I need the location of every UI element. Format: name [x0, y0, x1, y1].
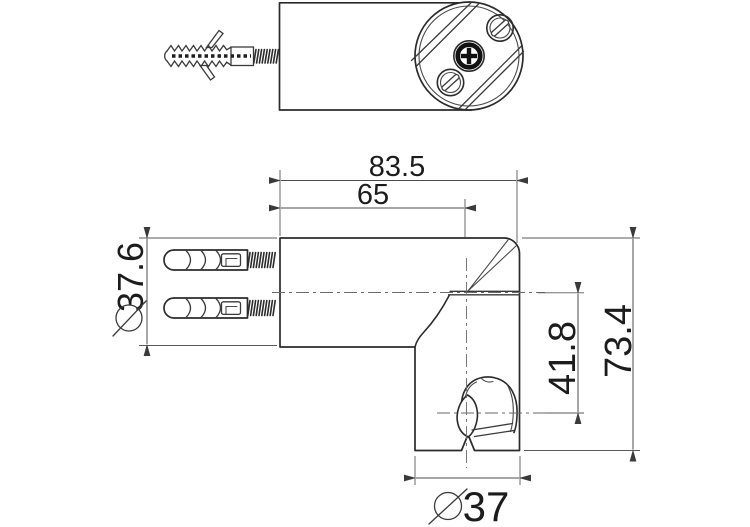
knob-slot-lines — [471, 422, 515, 438]
dim-overall-height-text: 73.4 — [598, 304, 640, 378]
dimension-arm-diameter: 37 — [404, 456, 531, 527]
dim-overall-width-text: 83.5 — [369, 151, 425, 183]
diameter-symbol — [112, 300, 147, 337]
plug-fin-bottom — [198, 64, 216, 81]
top-view — [164, 1, 525, 111]
dim-holder-offset-text: 41.8 — [542, 321, 584, 395]
dimension-holder-offset: 41.8 — [538, 282, 584, 424]
dim-arm-diameter-text: 37 — [463, 483, 510, 527]
centerlines — [272, 258, 545, 468]
wall-plug-top-view — [164, 29, 255, 81]
front-view — [163, 237, 545, 468]
cap-screw-lower — [436, 68, 465, 97]
screw-slot — [490, 19, 510, 37]
end-cap — [410, 1, 525, 111]
dim-body-diameter-text: 37.6 — [110, 242, 151, 312]
dimension-body-diameter: 37.6 — [110, 227, 277, 356]
wall-plug-upper-front — [163, 249, 277, 271]
diameter-symbol — [428, 488, 468, 525]
phillips-cross-vertical — [466, 47, 472, 65]
cap-screw-center — [452, 39, 485, 72]
screw-slot — [441, 73, 460, 92]
dimensions: 83.5 65 37.6 41.8 — [110, 151, 640, 527]
knob-ball-opening — [456, 394, 479, 438]
elbow-seam — [447, 290, 521, 296]
dimension-body-length: 65 — [269, 179, 476, 237]
bracket-body-front-view — [279, 237, 521, 452]
cap-chamfer-lower — [457, 44, 525, 111]
plug-fin-top — [205, 29, 224, 49]
elbow-fillet — [414, 294, 451, 348]
corner-chamfer-lines — [467, 239, 517, 292]
dimension-overall-width: 83.5 — [269, 151, 528, 243]
cap-chamfer-upper — [410, 2, 481, 68]
wall-plug-lower-front — [163, 297, 277, 319]
holder-knob — [456, 376, 518, 438]
dim-body-length-text: 65 — [357, 179, 389, 211]
dimension-overall-height: 73.4 — [522, 227, 640, 462]
cap-screw-upper — [485, 14, 514, 42]
mounting-screw-thread-top — [253, 48, 280, 64]
